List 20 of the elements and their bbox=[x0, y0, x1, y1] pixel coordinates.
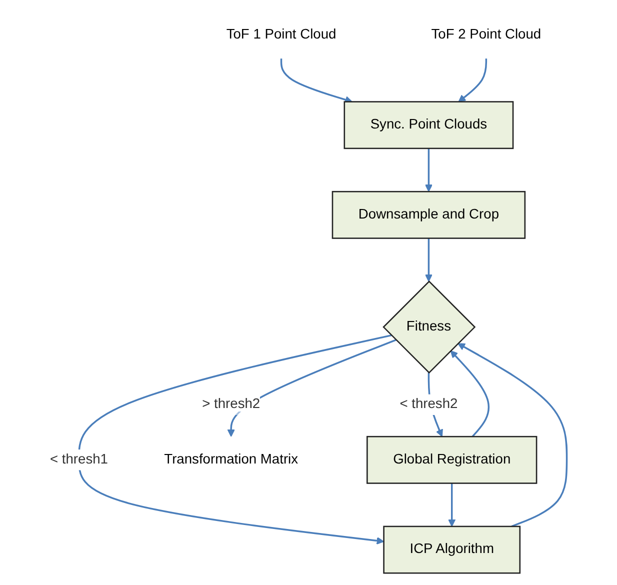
arrow bbox=[424, 148, 432, 192]
arrow bbox=[78, 334, 392, 545]
arrow bbox=[227, 339, 396, 437]
node-box: Sync. Point Clouds bbox=[344, 101, 514, 150]
node-box: Downsample and Crop bbox=[332, 190, 526, 239]
arrow bbox=[448, 483, 456, 527]
edge-label: < thresh2 bbox=[400, 396, 458, 412]
node-text: Transformation Matrix bbox=[164, 452, 298, 467]
arrow bbox=[458, 58, 488, 102]
node-diamond: Fitness bbox=[382, 280, 476, 374]
node-box: ICP Algorithm bbox=[383, 526, 521, 574]
node-box: Global Registration bbox=[366, 436, 538, 484]
arrow bbox=[280, 58, 352, 104]
edge-label: > thresh2 bbox=[202, 396, 260, 412]
arrow bbox=[450, 350, 490, 438]
edge-label: < thresh1 bbox=[50, 452, 108, 467]
arrow bbox=[458, 343, 568, 528]
arrow bbox=[424, 238, 432, 282]
node-text: ToF 2 Point Cloud bbox=[431, 27, 542, 42]
node-text: ToF 1 Point Cloud bbox=[226, 27, 336, 42]
